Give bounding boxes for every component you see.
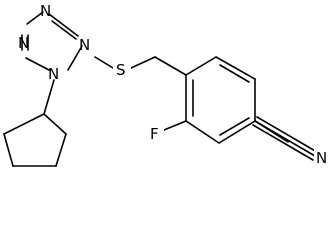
atom-n2-label: N <box>40 2 51 20</box>
structure-diagram: N N N N S F N <box>3 2 330 167</box>
bond <box>256 116 318 153</box>
bond <box>3 113 45 135</box>
bond <box>67 45 83 71</box>
atom-s: S <box>116 61 126 79</box>
bond <box>185 120 220 144</box>
atom-n3-label: N <box>18 34 29 52</box>
atom-f-label: F <box>148 125 164 143</box>
benzene-ring <box>185 56 256 144</box>
bond <box>26 11 44 25</box>
bond <box>163 120 187 131</box>
bond <box>215 56 256 80</box>
bond <box>48 13 79 37</box>
bond <box>219 64 250 83</box>
bond <box>254 120 316 157</box>
thioether-linker <box>94 56 187 76</box>
atom-nitrile-n: N <box>316 149 327 167</box>
atom-n1: N <box>48 65 59 83</box>
bond <box>25 57 50 71</box>
tetrazole-ring <box>21 11 83 71</box>
atom-n3: N <box>18 34 29 52</box>
bond <box>154 56 187 76</box>
atom-s-label: S <box>113 60 131 79</box>
bond <box>3 133 14 167</box>
atom-n4: N <box>79 36 90 54</box>
bond <box>130 56 156 69</box>
bond <box>51 20 77 40</box>
bond <box>94 56 114 69</box>
atom-n2: N <box>40 2 51 20</box>
bond <box>252 124 314 161</box>
bond <box>43 79 55 115</box>
atom-f: F <box>150 125 159 143</box>
nitrile-group <box>252 116 318 161</box>
bond <box>219 117 250 136</box>
bond <box>43 113 67 135</box>
bond <box>218 120 256 144</box>
bond <box>185 56 217 76</box>
bond <box>55 133 67 167</box>
atom-nitrile-n-label: N <box>314 148 330 167</box>
molecule-canvas: N N N N S F N <box>3 2 330 167</box>
atom-n4-label: N <box>79 36 90 54</box>
cyclopentyl-group <box>3 79 67 167</box>
atom-n1-label: N <box>48 65 59 83</box>
